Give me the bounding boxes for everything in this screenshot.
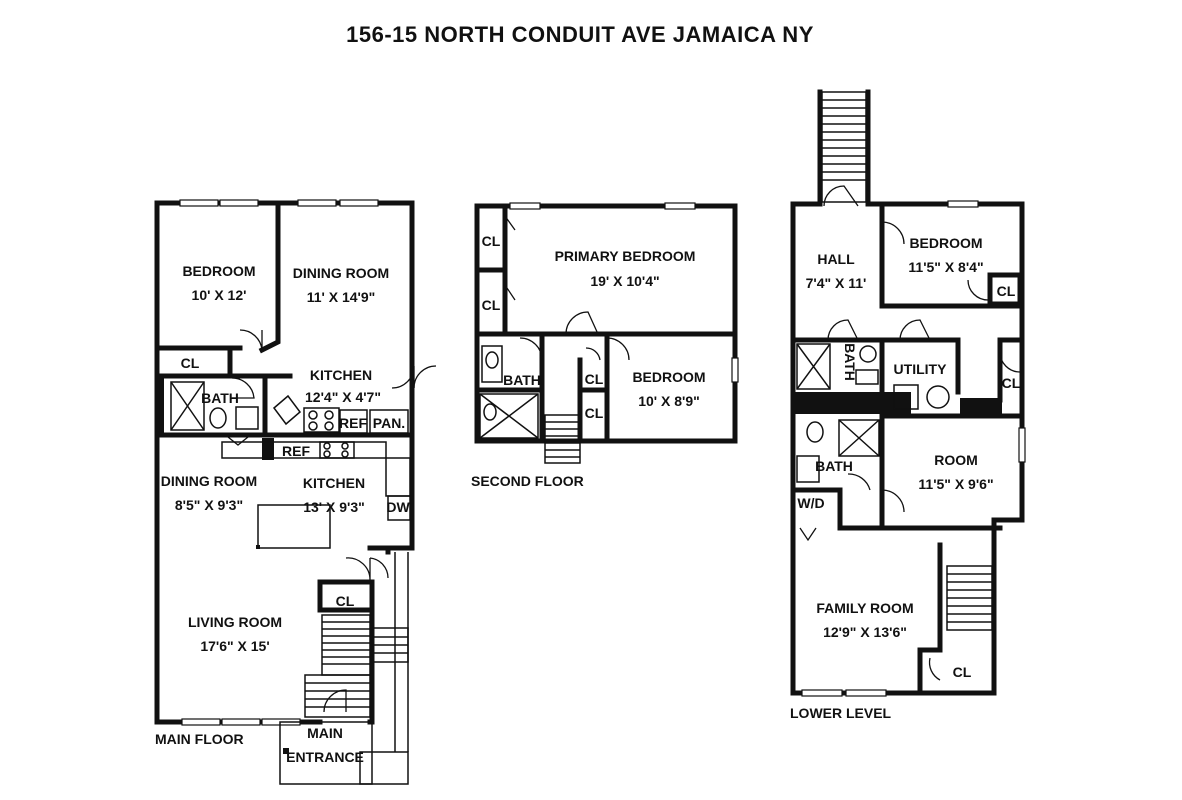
family-room-name: FAMILY ROOM xyxy=(816,600,913,616)
living-room-dims: 17'6" X 15' xyxy=(200,638,269,654)
kitchen-upper-dims: 12'4" X 4'7" xyxy=(305,389,381,405)
dw-tag: DW xyxy=(386,499,410,515)
bedroom-dims: 11'5" X 8'4" xyxy=(908,259,983,275)
room-dims: 11'5" X 9'6" xyxy=(918,476,993,492)
closet-bedroom-tag: CL xyxy=(997,283,1016,299)
closet-right-tag: CL xyxy=(1002,375,1021,391)
dining-room-upper-name: DINING ROOM xyxy=(293,265,389,281)
bath-lower-tag: BATH xyxy=(815,458,853,474)
dining-room-lower-name: DINING ROOM xyxy=(161,473,257,489)
plan-title: 156-15 NORTH CONDUIT AVE JAMAICA NY xyxy=(346,22,814,47)
bedroom-name: BEDROOM xyxy=(182,263,255,279)
primary-bedroom-dims: 19' X 10'4" xyxy=(590,273,659,289)
room-name: ROOM xyxy=(934,452,978,468)
main-floor-label: MAIN FLOOR xyxy=(155,731,244,747)
lower-level: HALL 7'4" X 11' BEDROOM 11'5" X 8'4" CL … xyxy=(790,89,1026,721)
bedroom-name: BEDROOM xyxy=(632,369,705,385)
kitchen-upper-name: KITCHEN xyxy=(310,367,372,383)
bedroom-dims: 10' X 8'9" xyxy=(638,393,700,409)
closet-stair-tag: CL xyxy=(336,593,355,609)
second-floor: CL CL PRIMARY BEDROOM 19' X 10'4" BATH C… xyxy=(471,202,739,489)
closet-low-tag: CL xyxy=(585,405,604,421)
main-entrance-line2: ENTRANCE xyxy=(286,749,364,765)
living-room-name: LIVING ROOM xyxy=(188,614,282,630)
kitchen-lower-dims: 13' X 9'3" xyxy=(303,499,365,515)
closet-mid-tag: CL xyxy=(482,297,501,313)
hall-name: HALL xyxy=(817,251,855,267)
bath-tag: BATH xyxy=(503,372,541,388)
dining-room-lower-dims: 8'5" X 9'3" xyxy=(175,497,243,513)
main-floor: BEDROOM 10' X 12' DINING ROOM 11' X 14'9… xyxy=(154,199,437,785)
kitchen-lower-name: KITCHEN xyxy=(303,475,365,491)
bedroom-dims: 10' X 12' xyxy=(192,287,247,303)
ref-lower-tag: REF xyxy=(282,443,310,459)
ref-upper-tag: REF xyxy=(339,415,367,431)
closet-top-tag: CL xyxy=(482,233,501,249)
utility-tag: UTILITY xyxy=(894,361,948,377)
bedroom-name: BEDROOM xyxy=(909,235,982,251)
hall-dims: 7'4" X 11' xyxy=(806,275,867,291)
primary-bedroom-name: PRIMARY BEDROOM xyxy=(555,248,696,264)
lower-level-label: LOWER LEVEL xyxy=(790,705,892,721)
pantry-tag: PAN. xyxy=(373,415,405,431)
closet-family-tag: CL xyxy=(953,664,972,680)
second-floor-label: SECOND FLOOR xyxy=(471,473,584,489)
bath-tag: BATH xyxy=(201,390,239,406)
bath-upper-tag: BATH xyxy=(842,343,858,381)
main-entrance-line1: MAIN xyxy=(307,725,343,741)
closet-tag: CL xyxy=(181,355,200,371)
wd-tag: W/D xyxy=(797,495,824,511)
family-room-dims: 12'9" X 13'6" xyxy=(823,624,907,640)
closet-small-tag: CL xyxy=(585,371,604,387)
dining-room-upper-dims: 11' X 14'9" xyxy=(307,289,376,305)
